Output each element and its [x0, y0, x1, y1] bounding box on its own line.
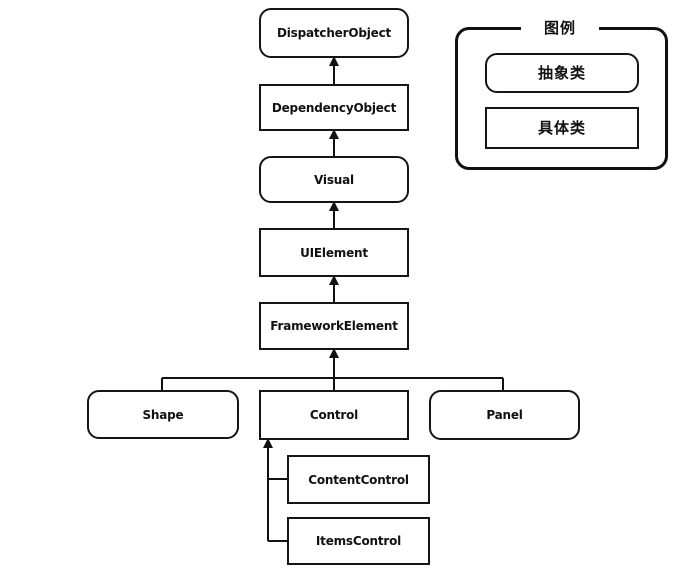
control-label: Control [309, 408, 359, 422]
dependencyobject-label: DependencyObject [271, 100, 397, 115]
itemscontrol-label: ItemsControl [315, 534, 402, 548]
visual-node: Visual [259, 156, 409, 203]
shape-label: Shape [142, 407, 184, 422]
contentcontrol-node: ContentControl [287, 455, 430, 504]
itemscontrol-node: ItemsControl [287, 517, 430, 565]
shape-node: Shape [87, 390, 239, 439]
legend-abstract-label: 抽象类 [537, 63, 586, 82]
frameworkelement-node: FrameworkElement [259, 302, 409, 350]
visual-label: Visual [314, 172, 354, 187]
panel-node: Panel [429, 390, 580, 440]
control-node: Control [259, 390, 409, 440]
panel-label: Panel [486, 408, 523, 422]
uielement-node: UIElement [259, 228, 409, 277]
dependencyobject-node: DependencyObject [259, 84, 409, 131]
dispatcherobject-label: DispatcherObject [276, 26, 392, 40]
legend-abstract-class-sample: 抽象类 [485, 53, 639, 93]
legend-title: 图例 [521, 15, 599, 39]
legend-concrete-label: 具体类 [537, 118, 586, 137]
uielement-label: UIElement [300, 245, 368, 260]
frameworkelement-label: FrameworkElement [270, 319, 398, 333]
contentcontrol-label: ContentControl [308, 472, 409, 487]
legend-concrete-class-sample: 具体类 [485, 107, 639, 149]
dispatcherobject-node: DispatcherObject [259, 8, 409, 58]
